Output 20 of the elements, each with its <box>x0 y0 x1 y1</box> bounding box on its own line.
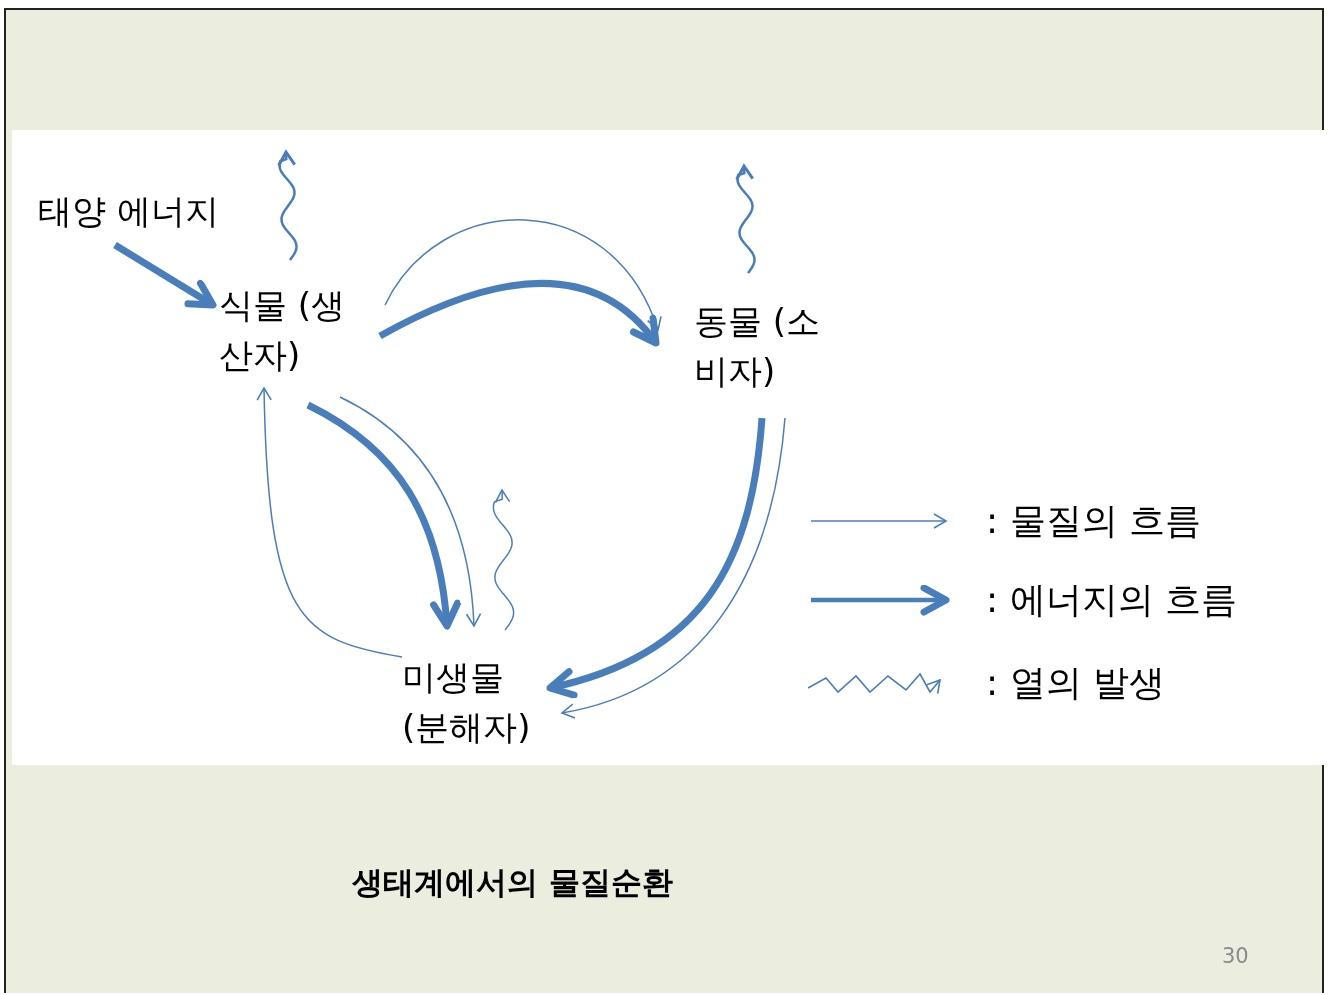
caption: 생태계에서의 물질순환 <box>352 863 673 902</box>
legend-text: : 열의 발생 <box>986 661 1165 705</box>
heat-arrow <box>735 164 756 274</box>
heat-arrow <box>277 150 298 261</box>
node-label: 미생물 (분해자) <box>402 656 532 749</box>
node-label: 동물 (소비자) <box>694 300 822 393</box>
energy-arrow <box>113 242 217 309</box>
node-label: 식물 (생산자) <box>219 284 347 377</box>
energy-arrow <box>378 280 660 347</box>
energy-arrow <box>546 417 766 698</box>
page-number: 30 <box>1222 943 1249 970</box>
matter-arrow <box>561 417 786 718</box>
node-label: 태양 에너지 <box>38 190 220 233</box>
energy-arrow <box>306 401 461 630</box>
heat-arrow <box>492 489 515 631</box>
matter-arrow <box>339 396 481 627</box>
matter-arrow <box>256 387 403 658</box>
legend-text: : 에너지의 흐름 <box>986 578 1237 622</box>
matter-arrow <box>384 219 661 331</box>
legend-text: : 물질의 흐름 <box>986 499 1201 543</box>
